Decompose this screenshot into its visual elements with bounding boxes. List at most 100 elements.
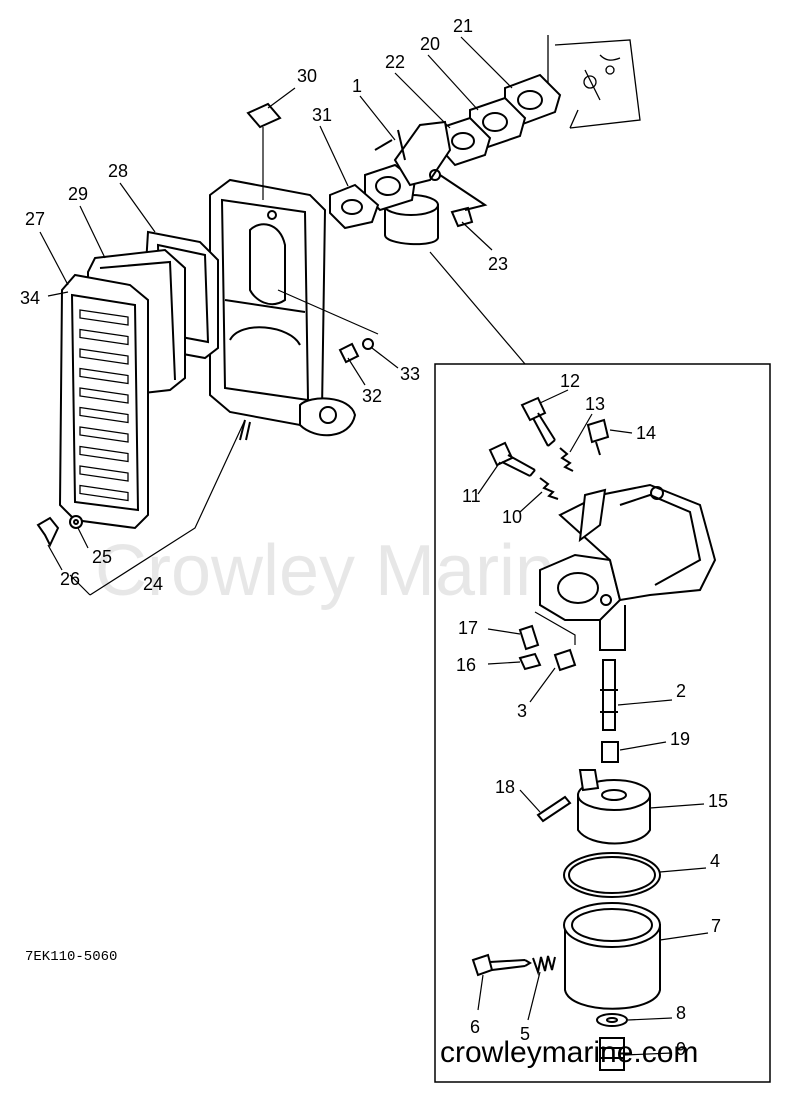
screw-12 [520, 396, 556, 447]
leader-line-25 [77, 527, 89, 549]
leader-line-6 [477, 974, 484, 1011]
leader-line-20 [427, 54, 479, 111]
callout-23: 23 [488, 254, 508, 274]
leader-line-9 [624, 1052, 673, 1056]
callout-13: 13 [585, 394, 605, 414]
leader-line-8 [627, 1017, 673, 1021]
callout-4: 4 [710, 851, 720, 871]
callout-24: 24 [143, 574, 163, 594]
carburetor-body [539, 483, 717, 651]
watermark-center: Crowley Marine [95, 531, 595, 611]
callout-10: 10 [502, 507, 522, 527]
callout-8: 8 [676, 1003, 686, 1023]
screw-6 [471, 953, 532, 977]
callout-5: 5 [520, 1024, 530, 1044]
washer-25 [69, 515, 83, 529]
watermark-footer: crowleymarine.com [440, 1036, 698, 1069]
callout-18: 18 [495, 777, 515, 797]
cover-slot [79, 426, 129, 443]
plate-30 [246, 102, 282, 200]
cover-slot [79, 465, 129, 482]
leader-line-31 [319, 125, 349, 187]
cover-slot [79, 309, 129, 326]
cover-slot [79, 328, 129, 346]
spring-13 [559, 447, 574, 472]
gasket-8 [596, 1013, 628, 1027]
cover-slot [79, 484, 129, 502]
callout-6: 6 [470, 1017, 480, 1037]
cover-slot [79, 367, 129, 385]
leader-line-23 [461, 221, 493, 251]
leader-line-2 [617, 699, 673, 706]
callout-22: 22 [385, 52, 405, 72]
callout-9: 9 [676, 1039, 686, 1059]
callout-7: 7 [711, 916, 721, 936]
screw-3 [553, 648, 577, 672]
washer-33 [362, 338, 374, 350]
callout-12: 12 [560, 371, 580, 391]
cover-slot [79, 445, 129, 463]
callout-19: 19 [670, 729, 690, 749]
air-cleaner-case [209, 178, 357, 441]
leader-line-4 [659, 867, 707, 873]
leader-line-29 [79, 205, 106, 259]
needle-2 [600, 659, 618, 731]
callout-27: 27 [25, 209, 45, 229]
plug-14 [586, 418, 610, 456]
screw-23 [439, 174, 488, 228]
cover-slot [79, 406, 129, 424]
leader-line-15 [649, 803, 705, 809]
leader-line-22 [394, 72, 451, 129]
leader-line-19 [619, 741, 667, 751]
callout-15: 15 [708, 791, 728, 811]
screw-11 [488, 441, 536, 477]
callout-20: 20 [420, 34, 440, 54]
drawing-code: 7EK110-5060 [25, 949, 117, 965]
detail-inset [434, 363, 771, 1083]
leader-line-18 [519, 789, 541, 813]
leader-line-30 [267, 87, 296, 109]
wing-nut-26 [36, 516, 60, 548]
callout-labels: 1234567891011121314151617181920212223242… [20, 16, 728, 1059]
callout-17: 17 [458, 618, 478, 638]
leader-line-14 [609, 429, 633, 434]
callout-25: 25 [92, 547, 112, 567]
callout-11: 11 [462, 486, 481, 506]
callout-33: 33 [400, 364, 420, 384]
leader-line-3 [529, 667, 556, 703]
leader-line-32 [347, 357, 366, 386]
leader-line-34 [47, 291, 69, 297]
gasket-31 [329, 183, 380, 230]
callout-31: 31 [312, 105, 332, 125]
callout-32: 32 [362, 386, 382, 406]
callout-2: 2 [676, 681, 686, 701]
leader-line-11 [477, 461, 501, 495]
leader-line-17 [487, 628, 521, 635]
leader-line-21 [460, 36, 513, 89]
leader-line-26 [47, 544, 63, 571]
callout-34: 34 [20, 288, 40, 308]
o-ring-4 [563, 852, 661, 898]
drain-bolt-9 [599, 1037, 625, 1071]
leader-line-13 [569, 413, 593, 453]
float-15 [577, 769, 651, 845]
callout-29: 29 [68, 184, 88, 204]
bolt-32 [338, 342, 360, 364]
callout-14: 14 [636, 423, 656, 443]
cover-slot [79, 348, 129, 365]
callout-30: 30 [297, 66, 317, 86]
spring-10 [539, 477, 559, 500]
callout-26: 26 [60, 569, 80, 589]
cover-slots [79, 309, 129, 502]
callout-3: 3 [517, 701, 527, 721]
callout-16: 16 [456, 655, 476, 675]
cover-slot [79, 387, 129, 404]
seat-19 [601, 741, 619, 763]
pin-17 [518, 624, 540, 651]
leader-line-16 [487, 661, 521, 665]
leader-line-1 [359, 95, 396, 141]
leader-line-12 [539, 389, 569, 404]
leader-line-7 [659, 932, 709, 941]
leader-line-5 [527, 971, 541, 1021]
